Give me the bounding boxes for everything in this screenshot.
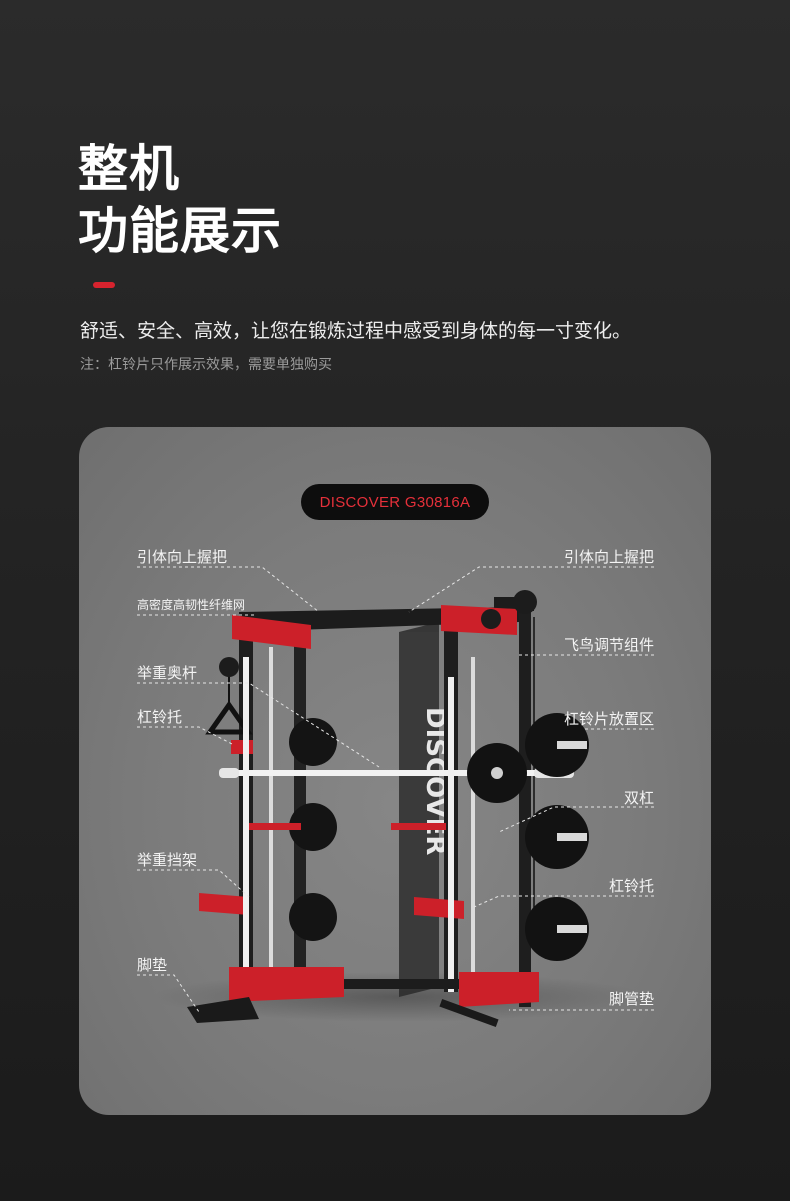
callout-lines (137, 566, 654, 1013)
callout-line-olympic (137, 682, 380, 768)
bar-plate-hub (491, 767, 503, 779)
back-mesh-panel (399, 632, 439, 987)
callout-foot-pad: 脚垫 (137, 956, 168, 974)
callout-dip-bars: 双杠 (623, 789, 654, 807)
plate-horn-2 (557, 833, 587, 841)
right-white-rail (448, 677, 454, 992)
purchase-note: 注：杠铃片只作展示效果，需要单独购买 (80, 357, 332, 373)
plate-left-3 (289, 893, 337, 941)
left-guide-rod (269, 647, 273, 967)
callout-line-dip (498, 806, 654, 833)
callout-tube-pad: 脚管垫 (608, 990, 654, 1008)
callout-barbell-holder-left: 杠铃托 (137, 708, 183, 726)
right-top-bracket (441, 605, 517, 635)
callout-pullup-handle-left: 引体向上握把 (137, 548, 228, 566)
left-pulley (219, 657, 239, 677)
foot-pad-shape (187, 997, 259, 1023)
right-guide-rod (471, 657, 475, 987)
model-badge: DISCOVER G30816A (301, 484, 489, 520)
plate-left-1 (289, 718, 337, 766)
right-rear-upright (519, 607, 531, 1007)
left-safety-arm (199, 893, 249, 915)
plate-horn-1 (557, 741, 587, 749)
right-j-hook (391, 823, 446, 830)
left-white-rail (243, 657, 249, 977)
product-showcase-panel: DISCOVER G30816A DISCOVER (79, 427, 711, 1115)
left-barbell-holder (231, 740, 253, 754)
olympic-bar (224, 770, 554, 776)
callout-high-density-foam: 高密度高韧性纤维网 (137, 598, 246, 612)
callout-line-foot (137, 974, 200, 1013)
base-right (459, 972, 539, 1007)
subtitle: 舒适、安全、高效，让您在锻炼过程中感受到身体的每一寸变化。 (80, 320, 632, 342)
callout-plate-storage: 杠铃片放置区 (563, 710, 654, 728)
callout-olympic-bar: 举重奥杆 (137, 664, 198, 682)
plate-left-2 (289, 803, 337, 851)
smith-machine-illustration: DISCOVER (137, 566, 654, 1028)
right-pulley (481, 609, 501, 629)
model-name: DISCOVER G30816A (319, 493, 471, 511)
left-top-bracket (232, 615, 311, 649)
callout-pullup-handle-right: 引体向上握把 (563, 548, 654, 566)
title-line-2: 功能展示 (78, 202, 282, 260)
callout-line-pullup-right (408, 566, 654, 613)
callout-line-holder-left (137, 726, 235, 746)
callout-barbell-holder-right: 杠铃托 (608, 877, 654, 895)
page-title: 整机 功能展示 (78, 138, 282, 262)
base-rear-bar (344, 979, 459, 989)
callout-safety-rack: 举重挡架 (137, 851, 198, 869)
callout-fly-assembly: 飞鸟调节组件 (563, 636, 654, 654)
plate-horn-3 (557, 925, 587, 933)
title-line-1: 整机 (78, 140, 180, 198)
accent-divider (93, 282, 115, 288)
left-j-hook (246, 823, 301, 830)
callout-line-safety (137, 869, 250, 898)
right-foot-tube (439, 998, 499, 1028)
top-pulley (513, 590, 537, 614)
triangle-handle (205, 700, 253, 735)
base-left (229, 967, 344, 1002)
bar-left-sleeve (219, 768, 239, 778)
